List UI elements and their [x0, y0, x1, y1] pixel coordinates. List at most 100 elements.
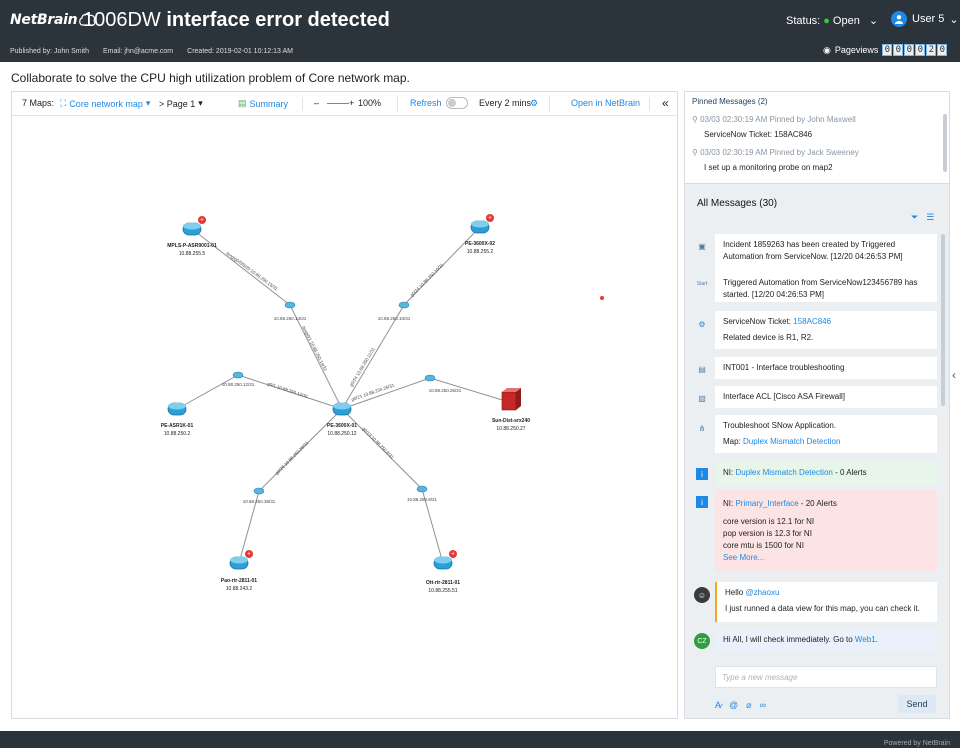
avatar: CZ [694, 633, 710, 649]
router-node[interactable] [332, 402, 352, 416]
divider [397, 97, 398, 111]
link [341, 304, 405, 410]
summary-button[interactable]: ▤Summary [238, 98, 289, 109]
map-selector[interactable]: ⛶Core network map▾ [60, 98, 151, 109]
mention-link[interactable]: @zhaoxu [745, 588, 780, 597]
link-labels: tengig0/0/0/20 10.88.250.15/31 g0/24 10.… [225, 251, 444, 476]
ni-link[interactable]: Duplex Mismatch Detection [735, 468, 833, 477]
map-links [176, 226, 510, 564]
message-item: NI: Primary_Interface - 20 Alerts core v… [715, 490, 937, 572]
interface-node[interactable] [232, 371, 244, 379]
chevron-down-icon: ⌄ [949, 13, 959, 26]
device-labels: MPLS-P-ASR9001-01 10.88.255.5 PE-3600X-0… [161, 241, 531, 594]
list-view-icon[interactable]: ☰ [926, 212, 935, 222]
divider [549, 97, 550, 111]
left-edge-arrow-icon[interactable]: ‹ [0, 368, 6, 382]
message-item: Triggered Automation from ServiceNow1234… [715, 272, 937, 302]
device-name: Ott-rtr-2811-01 [426, 580, 460, 586]
router-node[interactable]: + [182, 216, 206, 236]
svg-text:+: + [451, 552, 455, 558]
logo-text: NetBrain [10, 12, 78, 28]
link [258, 408, 343, 492]
open-in-netbrain-link[interactable]: Open in NetBrain [571, 98, 641, 108]
map-icon: ⛶ [60, 98, 67, 108]
filter-icon[interactable]: ⏷ [911, 212, 919, 222]
user-menu[interactable]: User 5 ⌄ [891, 11, 959, 27]
pin-icon: ⚲ [692, 148, 698, 157]
router-node[interactable]: + [470, 214, 494, 234]
interface-node[interactable] [416, 485, 428, 493]
acl-link[interactable]: Interface ACL [Cisco ASA Firewall] [715, 386, 937, 408]
refresh-button[interactable]: Refresh [410, 98, 442, 108]
zoom-slider[interactable] [327, 103, 349, 104]
send-button[interactable]: Send [898, 695, 936, 713]
topology-icon: ⋔ [698, 423, 706, 433]
messages-panel: Pinned Messages (2) ⚲ 03/03 02:30:19 AM … [684, 91, 950, 719]
alert-icon [486, 214, 494, 222]
divider [649, 97, 650, 111]
alert-icon [245, 550, 253, 558]
firewall-node[interactable] [501, 388, 521, 411]
format-text-icon[interactable]: A̷ [715, 700, 722, 710]
interface-node[interactable] [398, 301, 410, 309]
composer-tools: A̷ @ ⌀ ∞ [715, 700, 766, 711]
router-node[interactable] [167, 402, 187, 416]
interface-node[interactable] [284, 301, 296, 309]
router-nodes: + + + + [167, 214, 521, 570]
netbrain-logo[interactable]: NetBrain [10, 8, 98, 32]
runbook-icon: ▤ [698, 364, 706, 374]
alert-icon [198, 216, 206, 224]
interface-node[interactable] [253, 487, 265, 495]
device-name: PE-3600X-01 [327, 423, 357, 429]
interval-settings-gear-icon[interactable]: ⚙ [530, 98, 539, 108]
status-dropdown[interactable]: Status: ● Open ⌄ [786, 14, 879, 28]
attach-icon[interactable]: ⌀ [746, 700, 752, 710]
ticket-link[interactable]: 158AC846 [793, 317, 832, 326]
message-item: NI: Duplex Mismatch Detection - 0 Alerts [715, 462, 937, 486]
zoom-in-button[interactable]: + [349, 98, 355, 108]
ni-link[interactable]: Primary_Interface [735, 499, 799, 508]
right-edge-arrow-icon[interactable]: ‹ [952, 368, 956, 382]
refresh-toggle[interactable] [446, 97, 468, 109]
map-link[interactable]: Duplex Mismatch Detection [743, 437, 841, 446]
caret-down-icon: ▾ [145, 98, 151, 108]
pinned-scrollbar[interactable] [943, 114, 947, 172]
link [191, 228, 291, 306]
web-link[interactable]: Web1 [854, 635, 876, 644]
link-label: tengi0/1 10.88.250.14/31 [301, 325, 328, 372]
device-ip: 10.88.255.51 [428, 588, 457, 594]
zoom-out-button[interactable]: – [314, 98, 320, 108]
top-header: NetBrain 1006DW interface error detected… [0, 0, 960, 62]
interface-label: 10.88.250.12/31 [222, 382, 255, 387]
pinned-item[interactable]: ⚲ 03/03 02:30:19 AM Pinned by John Maxwe… [692, 115, 856, 139]
network-map[interactable]: tengig0/0/0/20 10.88.250.15/31 g0/24 10.… [12, 117, 677, 719]
runbook-link[interactable]: INT001 - Interface troubleshooting [715, 357, 937, 379]
footer: Powered by NetBrain [0, 731, 960, 748]
link-icon[interactable]: ∞ [759, 700, 766, 710]
svg-text:+: + [200, 218, 204, 224]
interface-label: 10.88.250.38/31 [243, 499, 276, 504]
interface-label: 10.88.250.10/31 [378, 316, 411, 321]
chevron-down-icon: ⌄ [868, 15, 879, 27]
info-icon: i [696, 468, 708, 480]
maps-count: 7 Maps: [22, 98, 55, 108]
mention-icon[interactable]: @ [729, 700, 739, 710]
message-input[interactable]: Type a new message [715, 666, 937, 688]
incident-icon: ▣ [698, 241, 706, 251]
interface-node[interactable] [424, 374, 436, 382]
device-ip: 10.88.255.2 [467, 249, 494, 255]
pin-icon: ⚲ [692, 115, 698, 124]
page-selector[interactable]: > Page 1▾ [159, 98, 203, 109]
device-ip: 10.88.250.12 [327, 431, 356, 437]
collapse-panel-button[interactable]: « [662, 96, 669, 110]
pinned-item[interactable]: ⚲ 03/03 02:30:19 AM Pinned by Jack Sween… [692, 148, 859, 172]
router-node[interactable]: + [229, 550, 253, 570]
link-label: tengig0/0/0/20 10.88.250.15/31 [225, 251, 279, 292]
acl-icon: ▧ [698, 393, 706, 403]
router-node[interactable]: + [433, 550, 457, 570]
messages-scrollbar[interactable] [941, 234, 945, 406]
interface-labels: 10.88.250.14/31 10.88.250.10/31 10.88.25… [222, 316, 462, 504]
see-more-link[interactable]: See More... [723, 553, 765, 562]
link [238, 490, 260, 564]
pinned-messages: Pinned Messages (2) ⚲ 03/03 02:30:19 AM … [685, 92, 949, 184]
